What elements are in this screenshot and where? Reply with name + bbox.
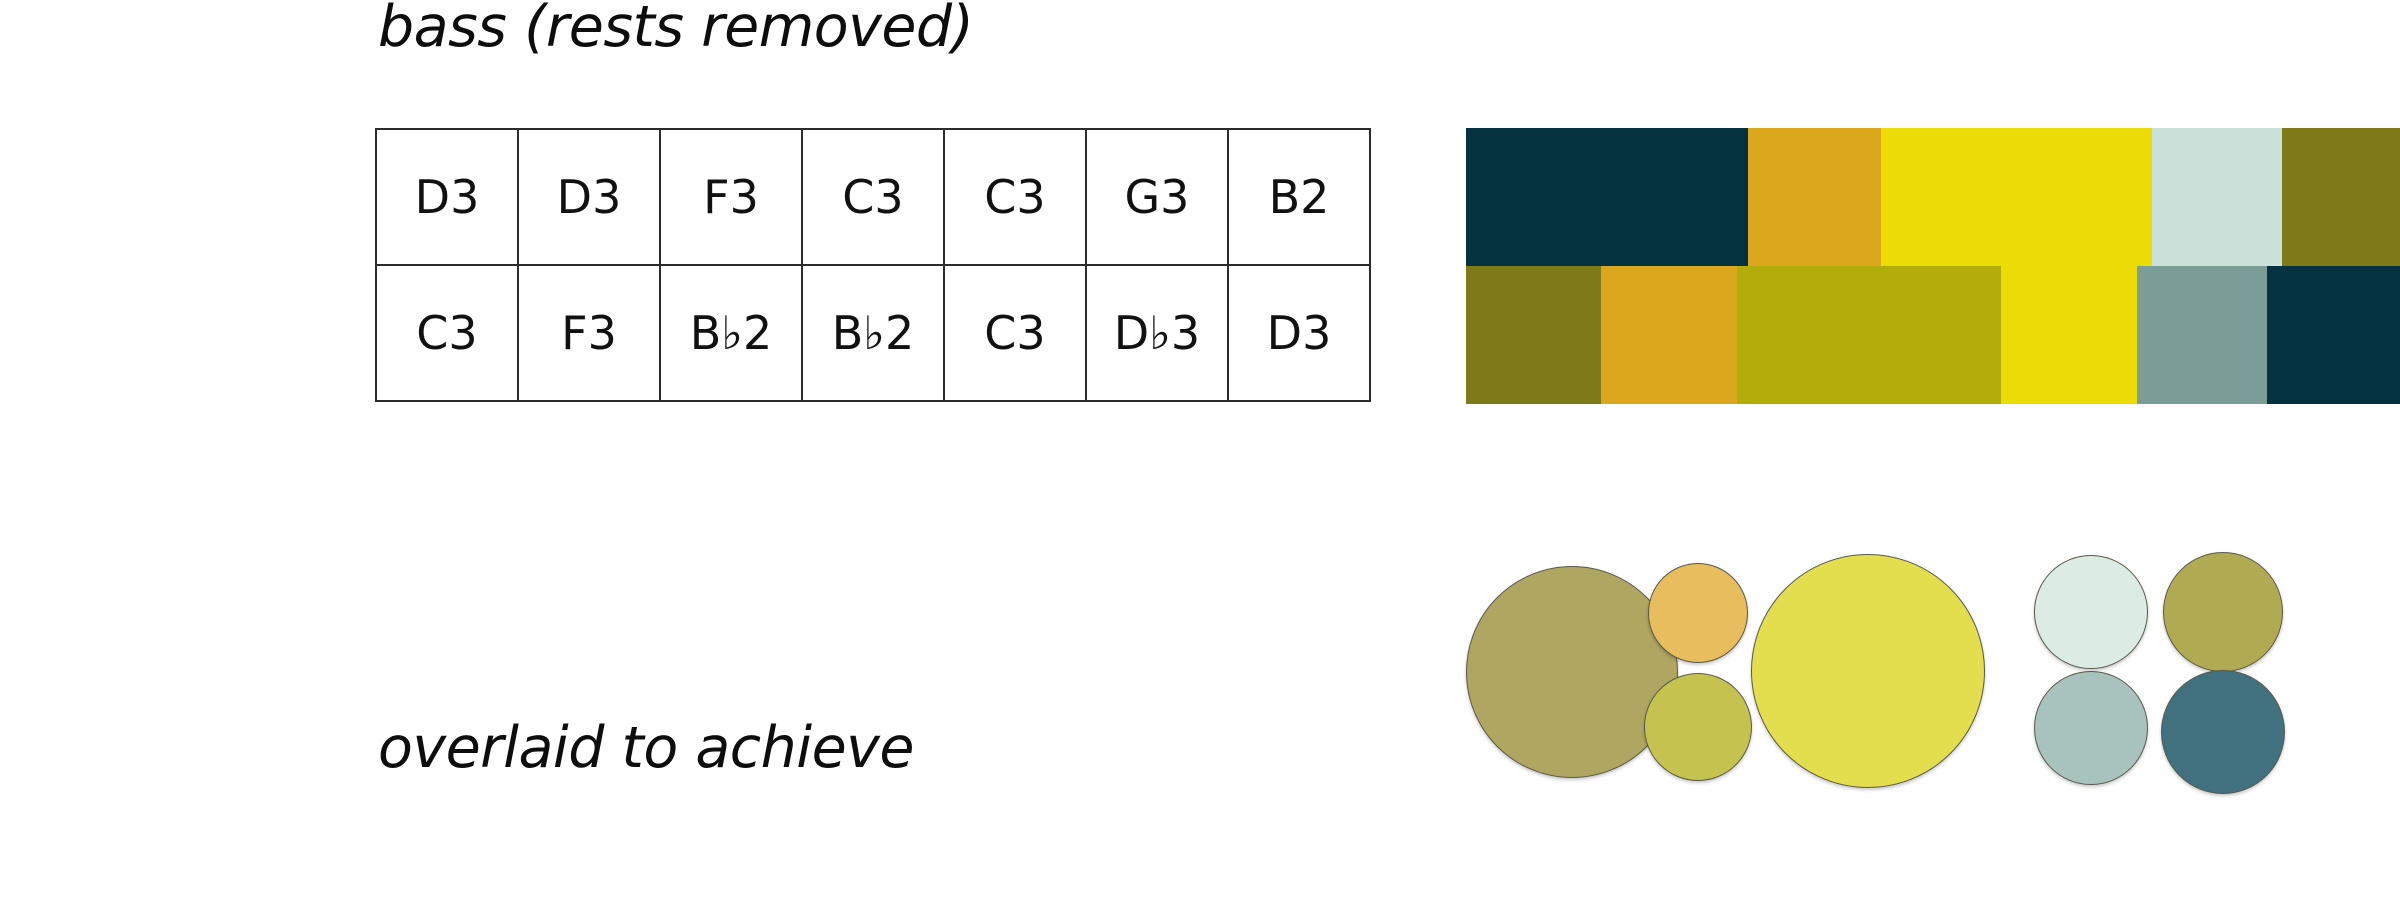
note-cell: D3 xyxy=(1227,264,1371,402)
note-cell: C3 xyxy=(801,128,945,266)
note-cell: C3 xyxy=(375,264,519,402)
circle-field xyxy=(1466,516,2400,822)
circle-lemon-large xyxy=(1751,554,1985,788)
block-bright-yellow xyxy=(1881,128,2152,266)
note-cell: B♭2 xyxy=(659,264,803,402)
circle-slate-teal xyxy=(2161,670,2285,794)
caption-bass: bass (rests removed) xyxy=(378,0,974,60)
block-olive xyxy=(2282,128,2400,266)
circle-moss xyxy=(2163,552,2283,672)
note-cell: D3 xyxy=(517,128,661,266)
block-bright-yellow xyxy=(2001,266,2137,404)
color-block-row-top xyxy=(1466,128,2400,266)
note-cell: B♭2 xyxy=(801,264,945,402)
note-cell: F3 xyxy=(659,128,803,266)
table-row: C3 F3 B♭2 B♭2 C3 D♭3 D3 xyxy=(375,264,1371,402)
note-table: D3 D3 F3 C3 C3 G3 B2 C3 F3 B♭2 B♭2 C3 D♭… xyxy=(375,128,1371,402)
circle-mist xyxy=(2034,671,2148,785)
block-olive xyxy=(1466,266,1601,404)
circle-ice-mint xyxy=(2034,555,2148,669)
note-cell: B2 xyxy=(1227,128,1371,266)
circle-sage-large xyxy=(1466,566,1678,778)
note-cell: F3 xyxy=(517,264,661,402)
block-yellow-olive xyxy=(1737,266,2001,404)
table-row: D3 D3 F3 C3 C3 G3 B2 xyxy=(375,128,1371,266)
block-dark-teal xyxy=(1466,128,1748,266)
block-deep-teal xyxy=(2267,266,2400,404)
block-teal-gray xyxy=(2137,266,2267,404)
note-cell: C3 xyxy=(943,264,1087,402)
circle-light-gold xyxy=(1648,563,1748,663)
note-cell: D♭3 xyxy=(1085,264,1229,402)
block-gold xyxy=(1748,128,1881,266)
block-gold xyxy=(1601,266,1737,404)
note-cell: G3 xyxy=(1085,128,1229,266)
circle-chartreuse xyxy=(1644,673,1752,781)
note-table-body: D3 D3 F3 C3 C3 G3 B2 C3 F3 B♭2 B♭2 C3 D♭… xyxy=(375,128,1371,402)
color-block-row-bottom xyxy=(1466,266,2400,404)
block-pale-mint xyxy=(2152,128,2282,266)
caption-overlaid: overlaid to achieve final design xyxy=(378,580,914,900)
color-block-grid xyxy=(1466,128,2400,404)
note-cell: D3 xyxy=(375,128,519,266)
note-cell: C3 xyxy=(943,128,1087,266)
caption-overlaid-line1: overlaid to achieve xyxy=(378,714,914,781)
